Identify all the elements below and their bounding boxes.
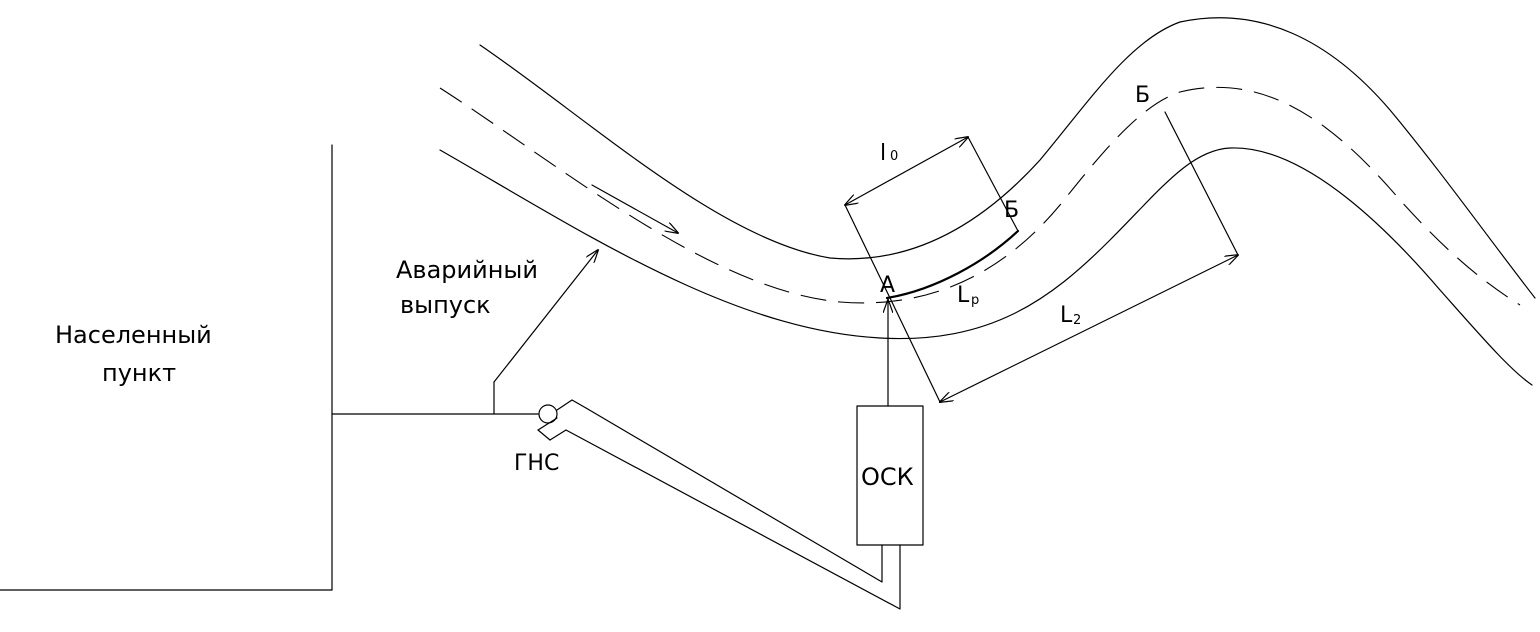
dimension-l0 — [845, 137, 1019, 299]
emergency-outlet-label-line2: выпуск — [400, 291, 491, 319]
l0-label: l — [880, 141, 886, 166]
lp-label: L — [957, 283, 970, 308]
river-bank-upper — [479, 17, 1536, 299]
river-bank-lower — [439, 147, 1533, 386]
flow-direction-arrow — [591, 184, 678, 233]
settlement-boundary — [0, 144, 333, 591]
pressure-pipelines — [565, 407, 901, 610]
design-section-curve — [885, 229, 1020, 300]
emergency-outlet-line — [331, 250, 598, 415]
dimension-l2 — [889, 111, 1238, 402]
point-a-label: А — [880, 273, 895, 298]
l2-subscript: 2 — [1073, 313, 1081, 328]
treatment-facility-label: ОСК — [861, 463, 914, 491]
point-b-far-label: Б — [1135, 83, 1150, 108]
emergency-outlet-label-line1: Аварийный — [396, 256, 538, 284]
l2-label: L — [1060, 303, 1073, 328]
settlement-label-line2: пункт — [102, 359, 176, 387]
pumping-station-label: ГНС — [514, 451, 559, 476]
settlement-label-line1: Населенный — [55, 321, 212, 349]
treatment-facility-box — [856, 405, 924, 546]
river-fairway-line — [439, 86, 1521, 306]
pumping-station-symbol — [537, 399, 587, 441]
point-b-near-label: Б — [1004, 198, 1019, 223]
l0-subscript: 0 — [890, 149, 898, 164]
lp-subscript: p — [971, 293, 979, 308]
